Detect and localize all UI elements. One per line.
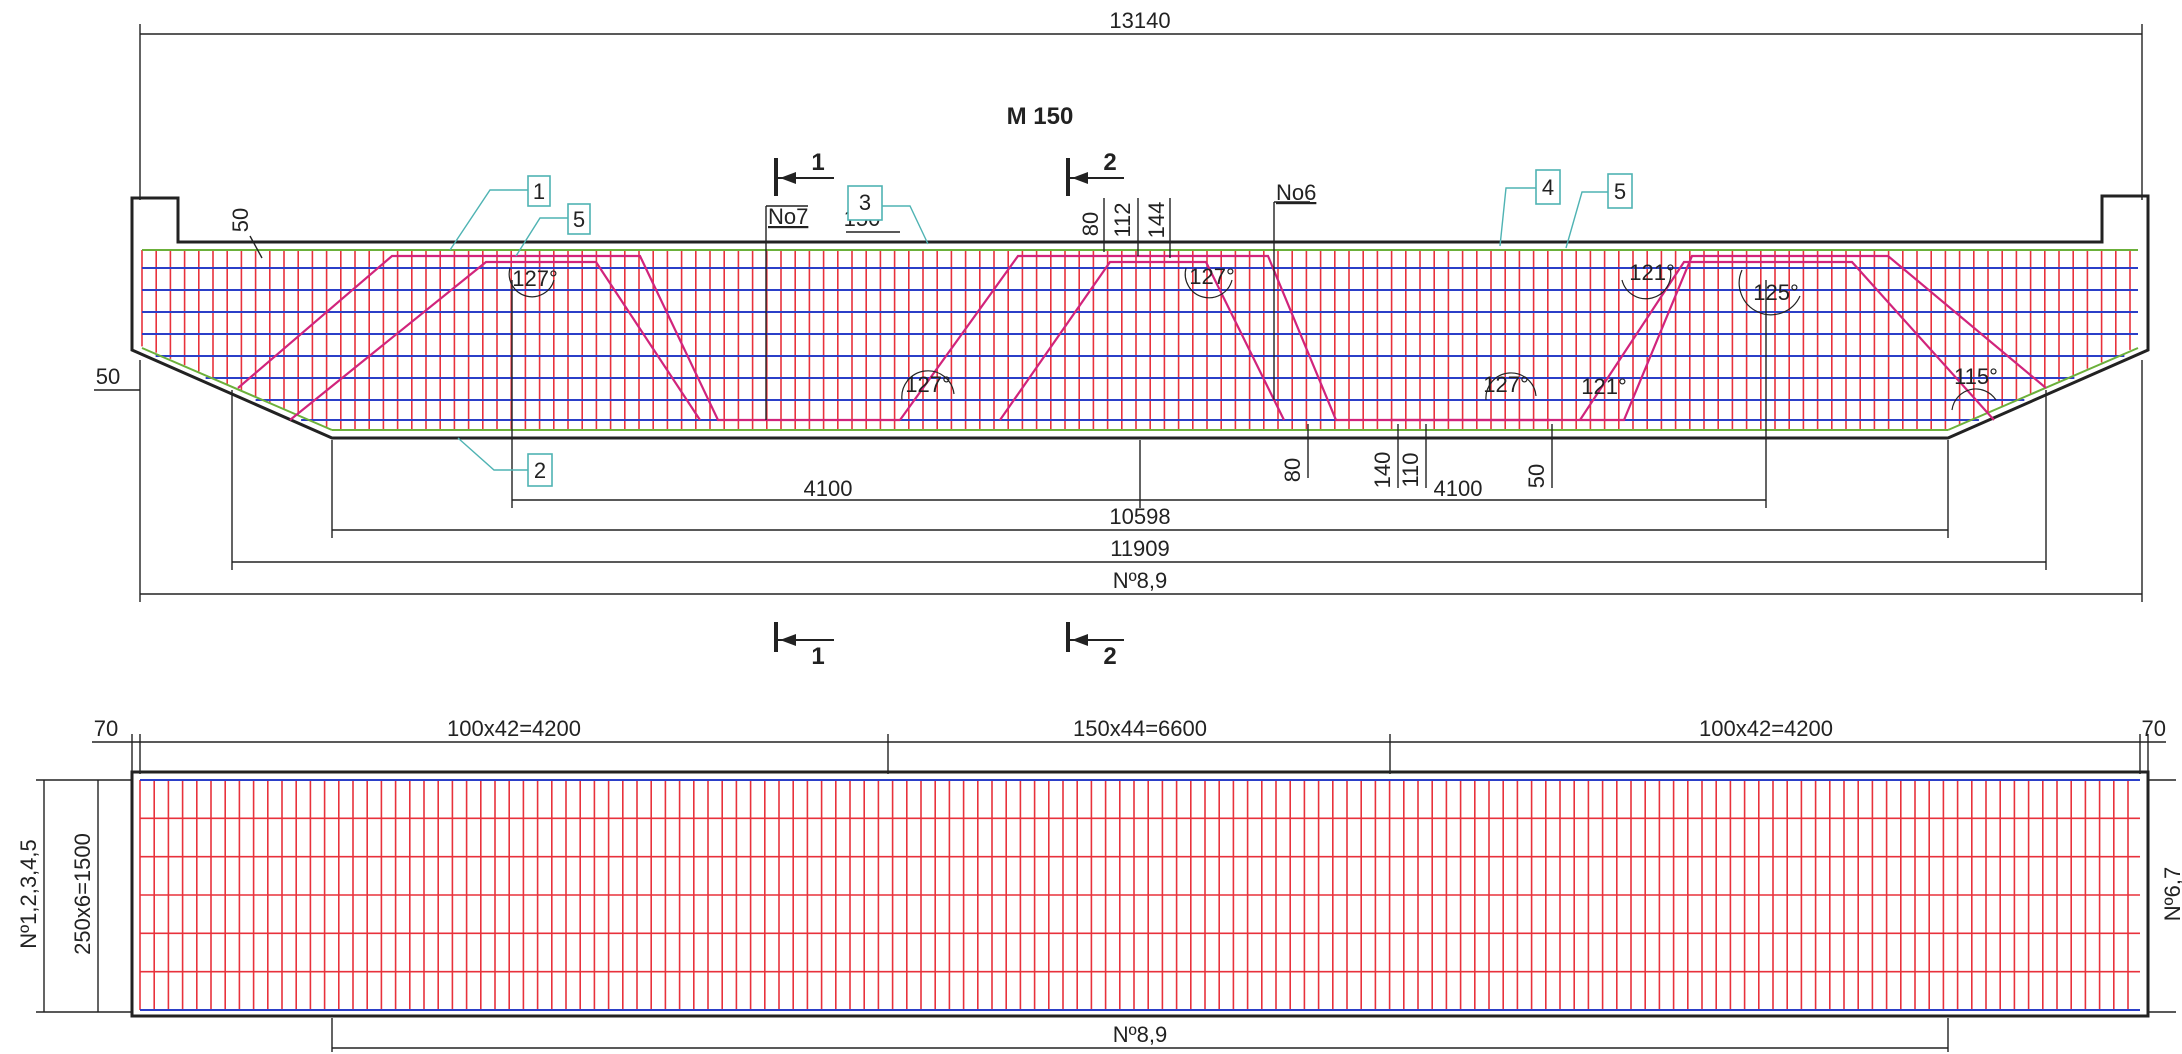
angle-arc xyxy=(1485,372,1537,401)
beam-outline xyxy=(130,194,2150,440)
plan-left-bars: Nº1,2,3,4,5 xyxy=(16,839,41,949)
angle-arc xyxy=(1184,267,1233,299)
tag-1[interactable]: 1 xyxy=(449,175,551,251)
svg-text:1: 1 xyxy=(811,643,824,670)
angle-label: 121° xyxy=(1581,374,1627,399)
no6-label: No6 xyxy=(1276,180,1316,205)
top-cover-dim: 50 xyxy=(228,208,253,232)
plan-right-edge: 70 xyxy=(2142,716,2166,741)
dim-11909-label: 11909 xyxy=(1110,536,1170,561)
svg-text:2: 2 xyxy=(1103,149,1116,176)
svg-text:5: 5 xyxy=(1614,179,1626,204)
concrete-grade-title: M 150 xyxy=(1007,103,1074,130)
svg-text:2: 2 xyxy=(534,458,546,483)
bent-bars xyxy=(237,254,2047,422)
angle-arc xyxy=(901,370,955,401)
dim-50-bottom: 50 xyxy=(1524,464,1549,488)
tag-2[interactable]: 2 xyxy=(457,437,553,487)
no7-label: No7 xyxy=(768,204,808,229)
dim-80-bottom: 80 xyxy=(1280,458,1305,482)
plan-height-dim: 250x6=1500 xyxy=(70,833,95,955)
bent-bar-left-outer xyxy=(237,254,900,422)
dim-80-top: 80 xyxy=(1078,212,1103,236)
angle-arc xyxy=(1621,267,1672,300)
angle-markers: 127° 127° 127° 127° 121° 121° 125° 115° xyxy=(508,260,1998,411)
tag-3[interactable]: 3 xyxy=(847,185,929,245)
bottom-bar xyxy=(1947,347,2139,431)
section-mark-2-top[interactable]: 2 xyxy=(1066,149,1124,196)
tag-5-right[interactable]: 5 xyxy=(1565,173,1633,249)
left-cover-dim: 50 xyxy=(96,364,120,389)
section-mark-1-top[interactable]: 1 xyxy=(774,149,834,196)
elevation-view: 13140 M 150 127° 127° 127° 127° 121° xyxy=(94,8,2150,670)
section-mark-2-bottom[interactable]: 2 xyxy=(1066,622,1124,670)
overall-length-label: 13140 xyxy=(1109,8,1170,33)
plan-seg-left: 100x42=4200 xyxy=(447,716,581,741)
svg-text:3: 3 xyxy=(859,190,871,215)
bent-bar-right-outer xyxy=(1390,254,2047,422)
plan-view: 70 70 100x42=4200 150x44=6600 100x42=420… xyxy=(16,716,2182,1052)
angle-label: 127° xyxy=(1483,372,1529,397)
dim-144: 144 xyxy=(1144,202,1169,239)
plan-bottom-bars: Nº8,9 xyxy=(1113,1022,1168,1047)
plan-seg-right: 100x42=4200 xyxy=(1699,716,1833,741)
angle-label: 127° xyxy=(512,266,558,291)
angle-label: 121° xyxy=(1629,260,1675,285)
bent-bar-right-inner xyxy=(1579,260,1995,421)
angle-arc xyxy=(1738,269,1801,316)
plan-left-edge: 70 xyxy=(94,716,118,741)
span-left-label: 4100 xyxy=(804,476,853,501)
elevation-rebar-grid xyxy=(141,249,2139,431)
dim-112: 112 xyxy=(1110,202,1135,237)
dim-140: 140 xyxy=(1370,452,1395,489)
svg-text:4: 4 xyxy=(1542,175,1554,200)
no89-label-elev: Nº8,9 xyxy=(1113,568,1168,593)
dim-10598-label: 10598 xyxy=(1109,504,1170,529)
span-right-label: 4100 xyxy=(1434,476,1483,501)
section-mark-1-bottom[interactable]: 1 xyxy=(774,622,834,670)
angle-label: 115° xyxy=(1954,364,1998,389)
top-cover-tick xyxy=(249,235,263,259)
dim-110: 110 xyxy=(1398,452,1423,487)
angle-arc xyxy=(1951,388,1997,411)
bent-bar-left-inner xyxy=(289,260,701,421)
svg-text:1: 1 xyxy=(533,179,545,204)
plan-right-bars: Nº6,7 xyxy=(2160,867,2182,922)
plan-outline xyxy=(130,770,2150,1018)
svg-text:1: 1 xyxy=(811,149,824,176)
plan-rebar-grid xyxy=(139,779,2140,1011)
bent-bar-mid-inner xyxy=(999,260,1285,421)
svg-text:2: 2 xyxy=(1103,643,1116,670)
angle-label: 125° xyxy=(1753,280,1799,305)
tag-4[interactable]: 4 xyxy=(1499,169,1561,247)
bottom-bar xyxy=(141,347,333,431)
tag-5-left[interactable]: 5 xyxy=(515,203,591,257)
svg-text:5: 5 xyxy=(573,207,585,232)
plan-seg-mid: 150x44=6600 xyxy=(1073,716,1207,741)
angle-arc xyxy=(508,267,555,298)
angle-label: 127° xyxy=(1189,264,1235,289)
angle-label: 127° xyxy=(905,372,951,397)
